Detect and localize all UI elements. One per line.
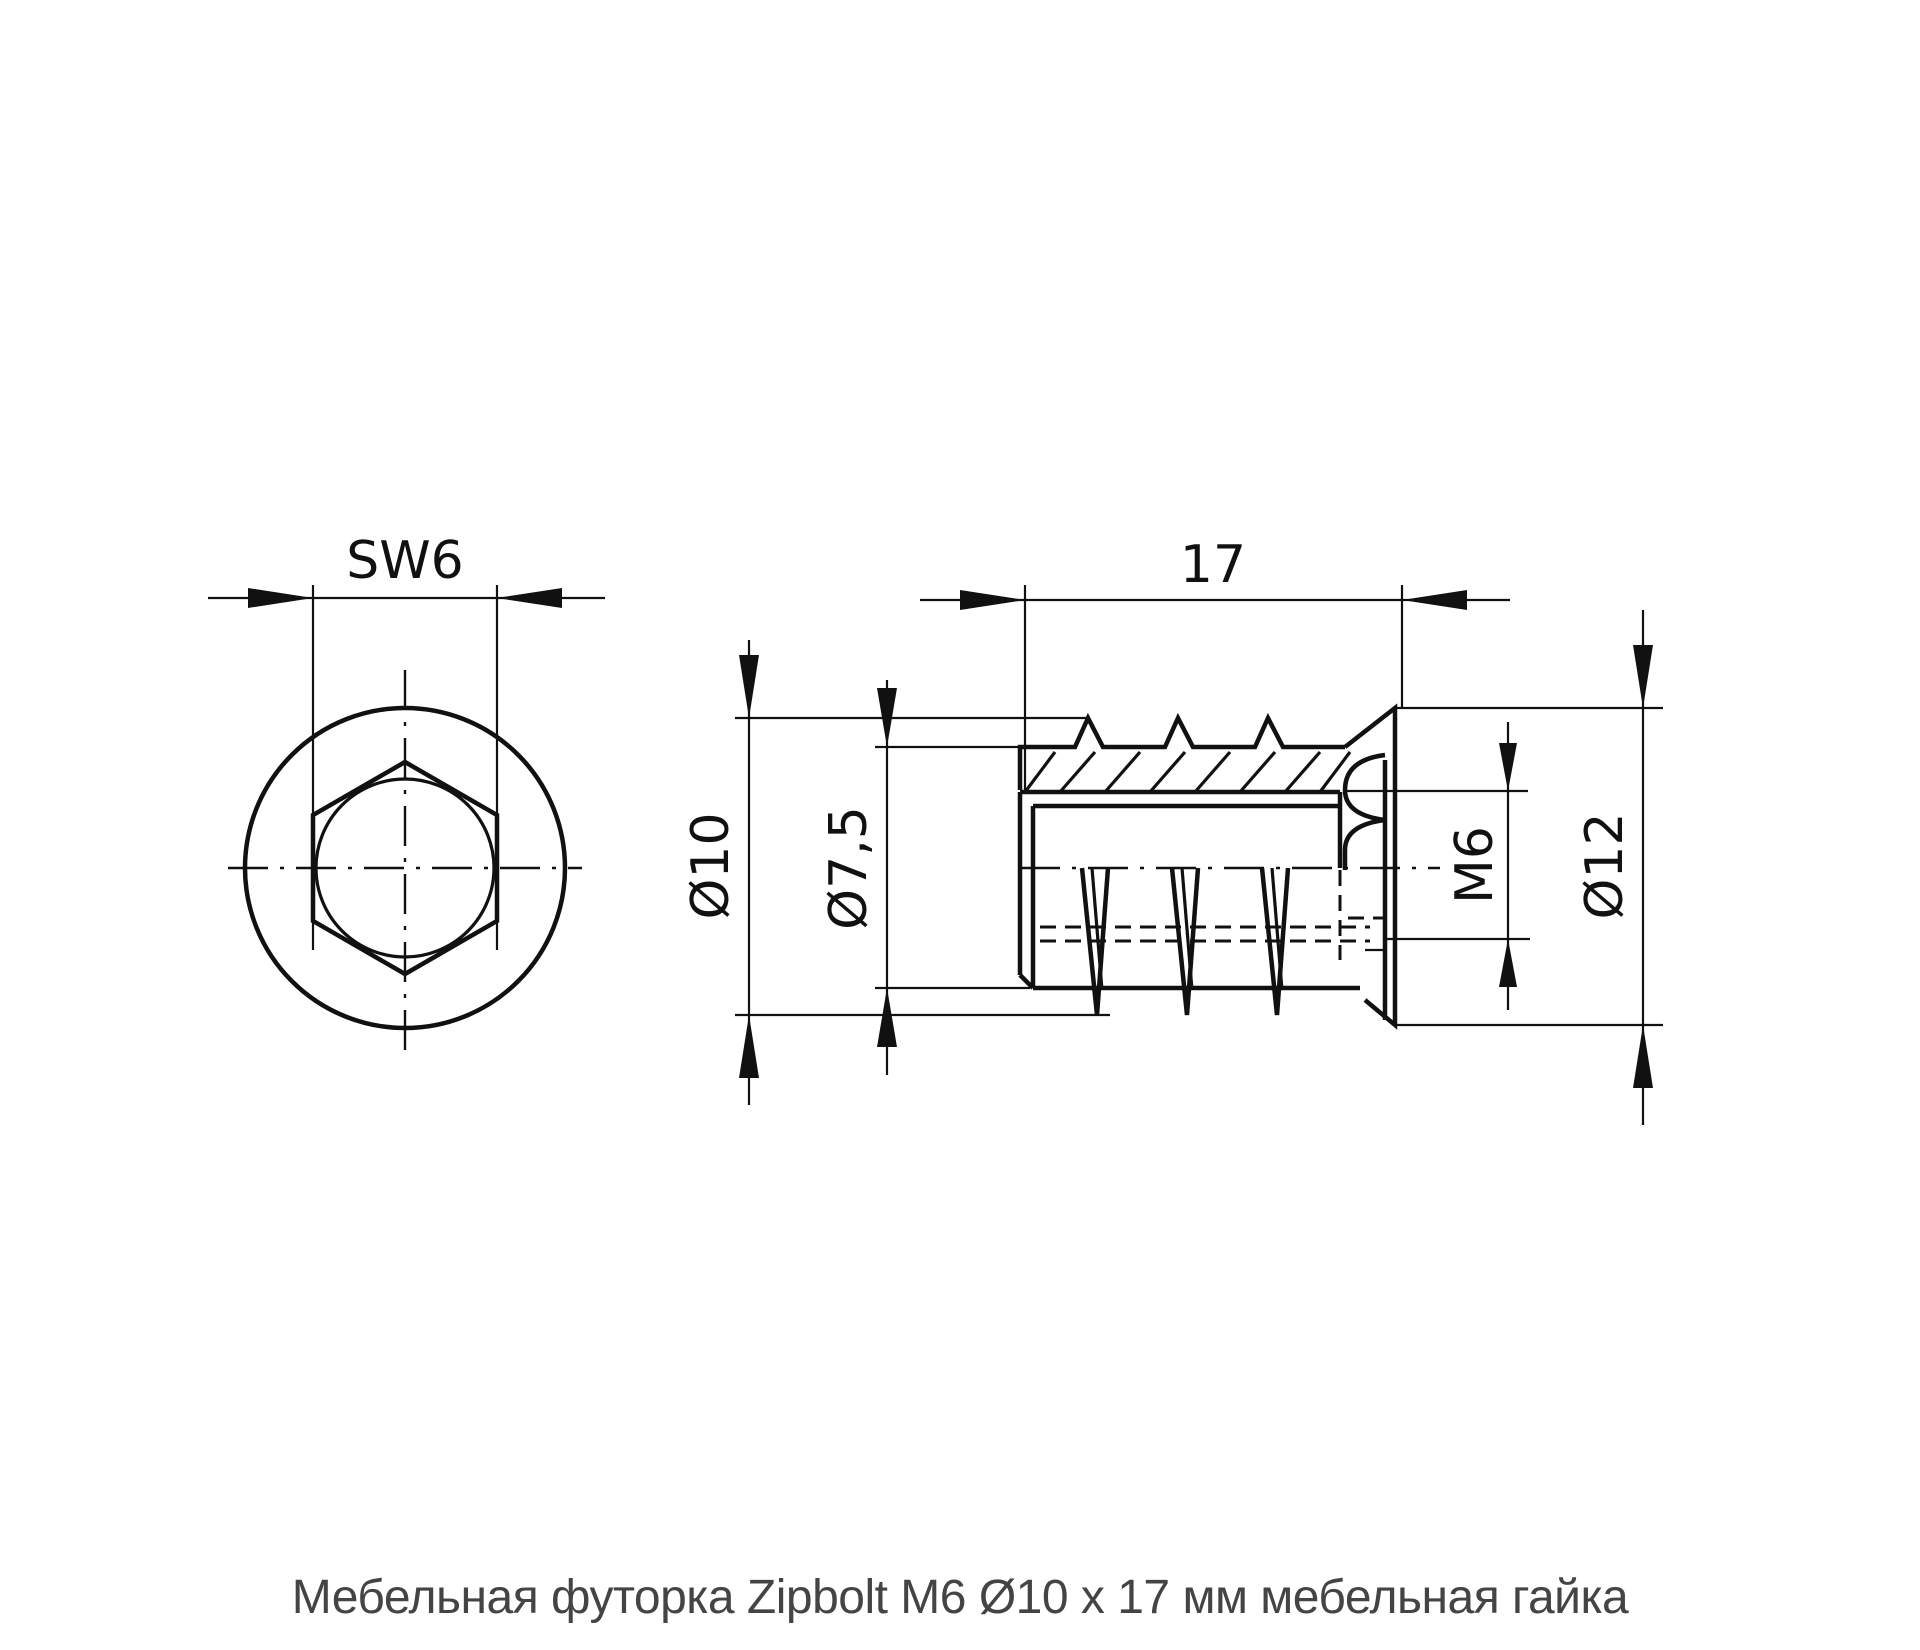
m6-label: M6 (1445, 826, 1505, 904)
length-label: 17 (1180, 535, 1246, 595)
insert-body (1017, 703, 1440, 1030)
diameter-7-5-label: Ø7,5 (819, 806, 879, 930)
arrow-up-icon (739, 1015, 759, 1078)
front-view: SW6 (208, 531, 605, 1060)
arrow-down-icon (1633, 645, 1653, 708)
section-hatching (1023, 750, 1352, 794)
diameter-7-5-dimension: Ø7,5 (819, 680, 1030, 1075)
arrow-left-icon (1402, 590, 1467, 610)
product-caption: Мебельная футорка Zipbolt M6 Ø10 x 17 мм… (291, 1571, 1629, 1624)
arrow-right-icon (960, 590, 1025, 610)
arrow-up-icon (1499, 939, 1517, 987)
arrow-down-icon (1499, 743, 1517, 791)
arrow-right-icon (248, 588, 313, 608)
arrow-down-icon (877, 688, 897, 747)
diameter-12-dimension: Ø12 (1395, 610, 1663, 1125)
diameter-10-label: Ø10 (681, 812, 741, 919)
arrow-up-icon (1633, 1025, 1653, 1088)
m6-dimension: M6 (1345, 722, 1530, 1010)
side-view: 17 Ø10 Ø7,5 (681, 535, 1663, 1125)
diameter-12-label: Ø12 (1575, 812, 1635, 919)
diameter-10-dimension: Ø10 (681, 640, 1110, 1105)
sw6-dimension: SW6 (208, 531, 605, 950)
arrow-up-icon (877, 988, 897, 1047)
lower-threads (1079, 867, 1291, 1016)
length-dimension: 17 (920, 535, 1510, 790)
arrow-down-icon (739, 655, 759, 718)
sw6-label: SW6 (346, 531, 464, 591)
arrow-left-icon (497, 588, 562, 608)
